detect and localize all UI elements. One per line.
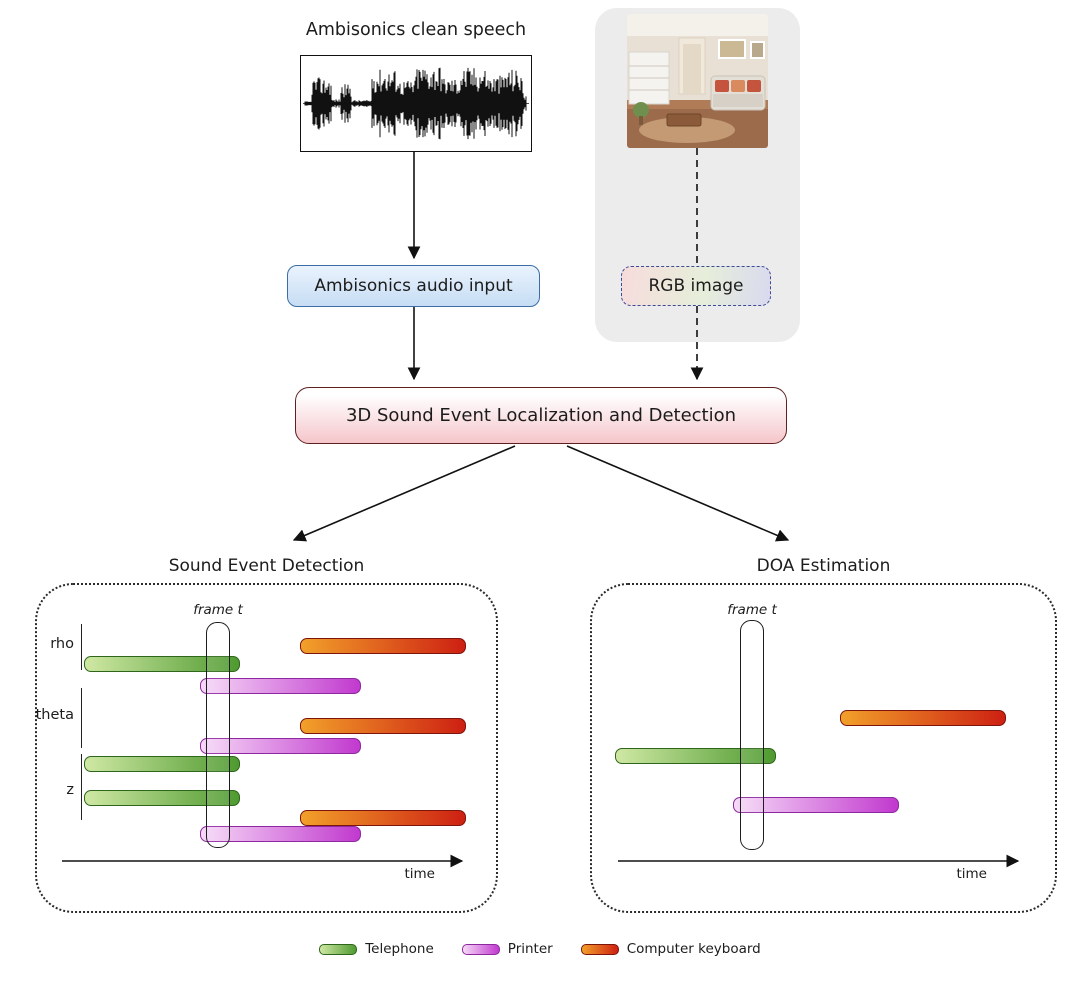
doa-time-axis-label: time bbox=[956, 866, 987, 882]
ambisonics-audio-input-label: Ambisonics audio input bbox=[314, 276, 513, 296]
doa-bar-keyboard bbox=[840, 710, 1006, 726]
seld-label: 3D Sound Event Localization and Detectio… bbox=[345, 405, 737, 426]
sed-frame-slab bbox=[206, 622, 230, 848]
room-photo bbox=[627, 14, 768, 148]
doa-bar-telephone bbox=[615, 748, 776, 764]
arrow-seld-to-doa bbox=[566, 445, 790, 542]
sed-row-label-z: z bbox=[66, 782, 74, 798]
sed-row-label-rho: rho bbox=[50, 636, 74, 652]
legend-item-telephone: Telephone bbox=[319, 941, 434, 957]
sed-bar-printer bbox=[200, 678, 361, 694]
legend-swatch-telephone bbox=[319, 943, 358, 955]
legend-item-printer: Printer bbox=[461, 941, 553, 957]
sed-bar-keyboard bbox=[300, 718, 466, 734]
doa-frame-slab bbox=[740, 620, 764, 850]
sed-row-bracket-rho bbox=[81, 624, 82, 670]
sed-row-bracket-z bbox=[81, 754, 82, 820]
legend-label-telephone: Telephone bbox=[365, 941, 434, 957]
legend-swatch-printer bbox=[461, 943, 500, 955]
ambisonics-audio-input-box: Ambisonics audio input bbox=[287, 265, 540, 307]
sed-time-axis-label: time bbox=[404, 866, 435, 882]
seld-box: 3D Sound Event Localization and Detectio… bbox=[295, 387, 787, 444]
sed-bar-telephone bbox=[84, 790, 240, 806]
legend: Telephone Printer Computer keyboard bbox=[0, 941, 1080, 957]
waveform-image bbox=[300, 55, 532, 152]
arrow-seld-to-sed bbox=[292, 445, 516, 542]
sed-row-bracket-theta bbox=[81, 688, 82, 748]
doa-frame-t-label: frame t bbox=[727, 602, 777, 618]
sed-bar-telephone bbox=[84, 656, 240, 672]
clean-speech-label: Ambisonics clean speech bbox=[305, 20, 527, 40]
sed-bar-keyboard bbox=[300, 638, 466, 654]
legend-label-printer: Printer bbox=[507, 941, 553, 957]
sed-row-label-theta: theta bbox=[35, 707, 74, 723]
rgb-image-label: RGB image bbox=[648, 276, 744, 296]
room-photo-graphic bbox=[627, 14, 768, 148]
rgb-image-box: RGB image bbox=[621, 266, 771, 306]
legend-item-keyboard: Computer keyboard bbox=[580, 941, 761, 957]
sed-panel-title: Sound Event Detection bbox=[168, 556, 365, 576]
sed-bar-printer bbox=[200, 738, 361, 754]
doa-bar-printer bbox=[733, 797, 899, 813]
sed-bar-printer bbox=[200, 826, 361, 842]
legend-label-keyboard: Computer keyboard bbox=[626, 941, 761, 957]
speech-waveform bbox=[303, 67, 529, 140]
sed-frame-t-label: frame t bbox=[193, 602, 243, 618]
sed-bar-keyboard bbox=[300, 810, 466, 826]
doa-panel-title: DOA Estimation bbox=[756, 556, 891, 576]
sed-bar-telephone bbox=[84, 756, 240, 772]
legend-swatch-keyboard bbox=[580, 943, 619, 955]
